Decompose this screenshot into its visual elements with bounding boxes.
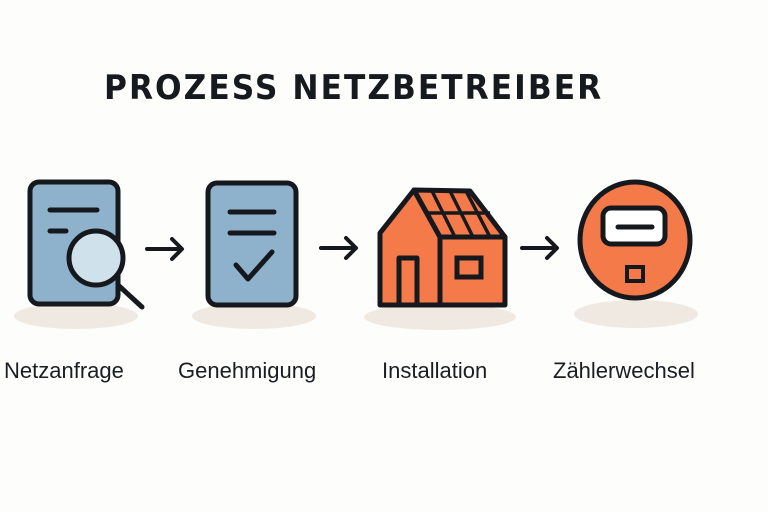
- shadow: [574, 300, 698, 328]
- step-label-installation: Installation: [382, 358, 488, 383]
- shadow: [14, 303, 138, 329]
- step-label-zaehlerwechsel: Zählerwechsel: [553, 358, 695, 383]
- step-label-netzanfrage: Netzanfrage: [4, 358, 124, 383]
- step-label-genehmigung: Genehmigung: [178, 358, 317, 383]
- shadow: [364, 304, 516, 330]
- page-title: PROZESS NETZBETREIBER: [104, 68, 604, 108]
